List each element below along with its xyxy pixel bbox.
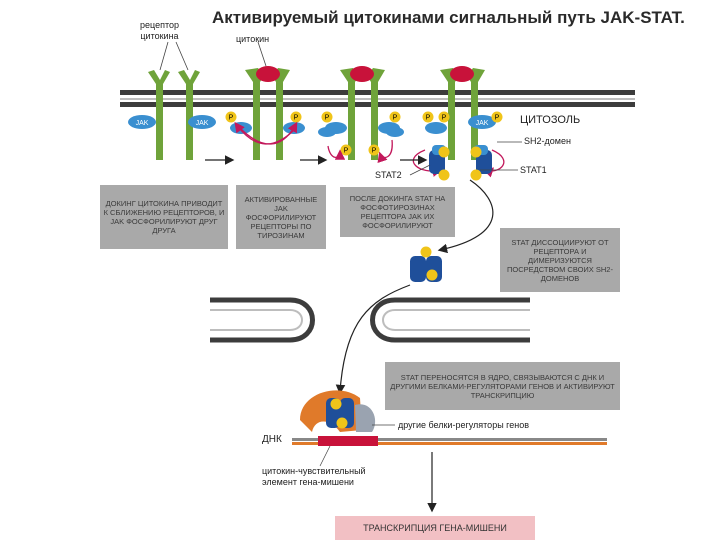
label-pointers bbox=[319, 141, 522, 467]
phosphate-label: P bbox=[442, 115, 447, 122]
receptor-bound-1 bbox=[245, 68, 290, 160]
receptor-bound-2 bbox=[340, 68, 385, 160]
stat-docked-left bbox=[318, 127, 404, 137]
other-proteins-label: другие белки-регуляторы генов bbox=[398, 420, 530, 430]
cytosol-label: ЦИТОЗОЛЬ bbox=[520, 114, 581, 126]
stat-dimer-receptor bbox=[429, 145, 492, 181]
phosphate-groups: P P P P P P P P P bbox=[225, 111, 503, 156]
step-arrows bbox=[205, 155, 494, 513]
stat-on-dna bbox=[300, 390, 376, 432]
jak-icon bbox=[230, 122, 252, 134]
cytokine-icon bbox=[256, 66, 280, 82]
cytokine-icon bbox=[350, 66, 374, 82]
response-element-label: цитокин-чувствительный элемент гена-мише… bbox=[262, 466, 366, 487]
dna-strand bbox=[292, 436, 607, 446]
jak-icon bbox=[425, 122, 447, 134]
step-box-activated: АКТИВИРОВАННЫЕ JAK ФОСФОРИЛИРУЮТ РЕЦЕПТО… bbox=[236, 185, 326, 249]
phosphate-label: P bbox=[372, 148, 377, 155]
cytokine-label: цитокин bbox=[236, 34, 270, 44]
phosphate-label: P bbox=[325, 115, 330, 122]
stat1-label: STAT1 bbox=[520, 165, 547, 175]
jak-icon bbox=[128, 115, 156, 129]
jak-label: JAK bbox=[136, 120, 149, 127]
phosphate-label: P bbox=[294, 115, 299, 122]
dna-label: ДНК bbox=[262, 434, 282, 445]
phosphate-label: P bbox=[344, 148, 349, 155]
phosphate-label: P bbox=[426, 115, 431, 122]
step-box-docking: ДОКИНГ ЦИТОКИНА ПРИВОДИТ К СБЛИЖЕНИЮ РЕЦ… bbox=[100, 185, 228, 249]
phosphate-label: P bbox=[495, 115, 500, 122]
nuclear-envelope bbox=[210, 297, 530, 343]
jak-label: JAK bbox=[196, 120, 209, 127]
step-box-after-docking: ПОСЛЕ ДОКИНГА STAT НА ФОСФОТИРОЗИНАХ РЕЦ… bbox=[340, 187, 455, 237]
step-box-dissociate: STAT ДИССОЦИИРУЮТ ОТ РЕЦЕПТОРА И ДИМЕРИЗ… bbox=[500, 228, 620, 292]
phosphate-label: P bbox=[229, 115, 234, 122]
sh2-domain-label: SH2-домен bbox=[524, 136, 571, 146]
target-gene-transcription-box: ТРАНСКРИПЦИЯ ГЕНА-МИШЕНИ bbox=[335, 516, 535, 540]
diagram-title: Активируемый цитокинами сигнальный путь … bbox=[212, 8, 685, 27]
jak-label: JAK bbox=[476, 120, 489, 127]
step-box-nucleus: STAT ПЕРЕНОСЯТСЯ В ЯДРО, СВЯЗЫВАЮТСЯ С Д… bbox=[385, 362, 620, 410]
receptor-bound-3 bbox=[440, 68, 485, 160]
receptor-label: рецептор цитокина bbox=[140, 20, 179, 41]
jak-icon bbox=[188, 115, 216, 129]
receptor-pointer-lines bbox=[159, 41, 267, 71]
cytokine-icons bbox=[256, 66, 474, 82]
phosphate-label: P bbox=[393, 115, 398, 122]
jak-icon bbox=[468, 115, 496, 129]
cytokine-icon bbox=[450, 66, 474, 82]
receptor-unbound bbox=[148, 70, 200, 160]
stat2-label: STAT2 bbox=[375, 170, 402, 180]
stat-dimer-free bbox=[410, 246, 442, 282]
